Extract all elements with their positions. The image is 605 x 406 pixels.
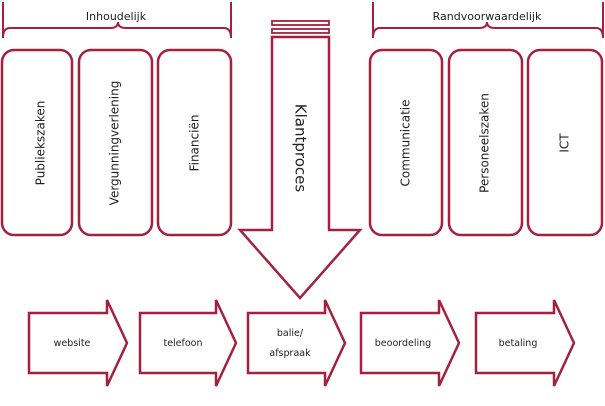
column-label-communicatie: Communicatie bbox=[399, 99, 413, 186]
column-publiekszaken bbox=[0, 48, 74, 237]
column-label-financien: Financiën bbox=[188, 115, 202, 172]
step-balie-afspraak bbox=[246, 299, 347, 387]
main-process-arrow bbox=[237, 35, 363, 300]
column-label-publiekszaken: Publiekszaken bbox=[34, 101, 48, 186]
main-process-label: Klantproces bbox=[292, 104, 310, 193]
step-label-beoordeling: beoordeling bbox=[375, 338, 431, 349]
step-label-balie-line2: afspraak bbox=[269, 348, 311, 359]
column-label-personeelszaken: Personeelszaken bbox=[478, 93, 492, 193]
brace-content bbox=[2, 2, 232, 39]
column-vergunningverlening bbox=[77, 48, 154, 237]
column-personeelszaken bbox=[447, 48, 524, 237]
group-label-conditions: Randvoorwaardelijk bbox=[433, 10, 542, 23]
step-telefoon bbox=[138, 299, 238, 387]
brace-conditions bbox=[372, 2, 604, 39]
step-label-betaling: betaling bbox=[499, 338, 538, 349]
step-beoordeling bbox=[359, 299, 461, 387]
column-label-vergunningverlening: Vergunningverlening bbox=[108, 81, 122, 206]
step-label-telefoon: telefoon bbox=[163, 338, 202, 349]
group-label-content: Inhoudelijk bbox=[86, 10, 147, 23]
column-label-ict: ICT bbox=[558, 133, 572, 153]
step-label-website: website bbox=[54, 338, 91, 349]
step-label-balie-line1: balie/ bbox=[277, 328, 304, 339]
arrow-stripe-2 bbox=[271, 28, 330, 34]
step-betaling bbox=[474, 299, 576, 387]
arrow-stripe-1 bbox=[271, 20, 330, 26]
column-ict bbox=[526, 48, 604, 237]
column-communicatie bbox=[368, 48, 444, 237]
column-financien bbox=[156, 48, 233, 237]
step-website bbox=[27, 299, 129, 387]
